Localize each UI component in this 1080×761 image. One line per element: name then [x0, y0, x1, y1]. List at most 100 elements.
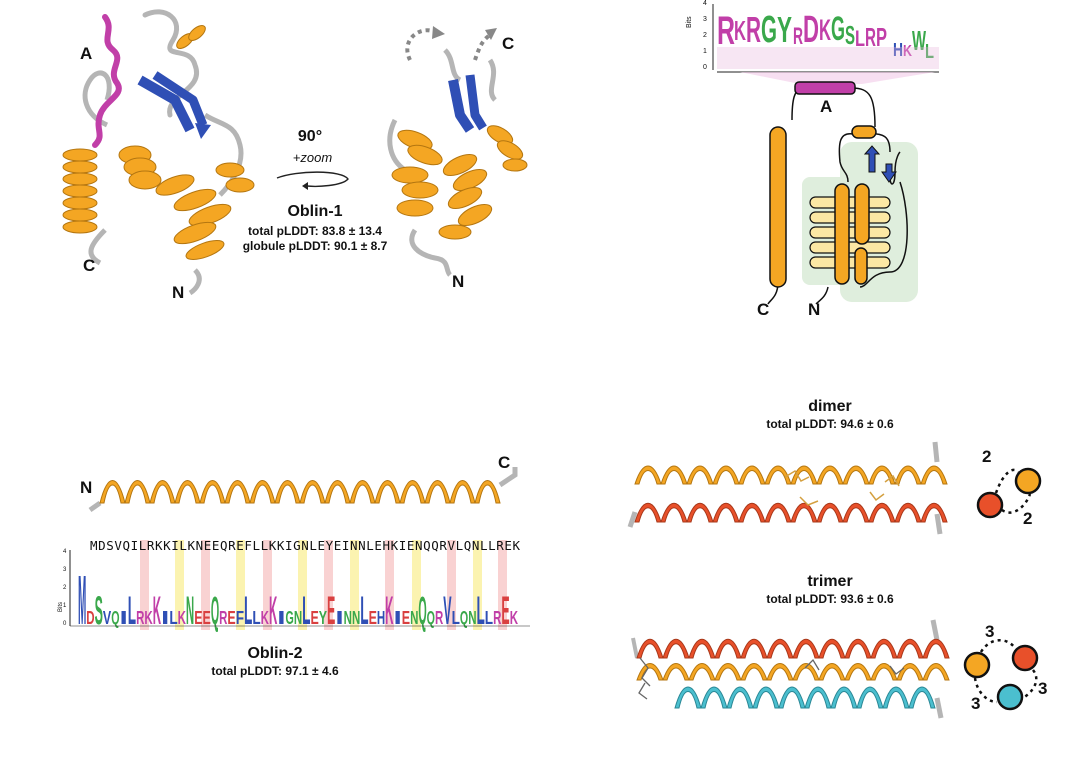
- svg-text:F: F: [236, 608, 244, 628]
- svg-text:N: N: [410, 608, 418, 628]
- oblin2-title: Oblin-2: [215, 645, 335, 663]
- topology-logo-axis: [698, 2, 718, 72]
- svg-text:I: I: [393, 608, 401, 628]
- svg-text:K: K: [385, 589, 393, 633]
- svg-text:S: S: [845, 20, 855, 50]
- svg-text:I: I: [120, 608, 128, 628]
- topology-label-c: C: [757, 300, 769, 320]
- rotate-arrow-icon: [272, 170, 352, 190]
- oblin2-logo-tick-4: 4: [63, 549, 66, 555]
- oblin2-logo-tick-1: 1: [63, 603, 66, 609]
- svg-text:Y: Y: [319, 608, 327, 628]
- dimer-count-bottom: 2: [1023, 509, 1032, 529]
- svg-text:R: R: [219, 608, 227, 628]
- svg-text:K: K: [269, 589, 277, 633]
- dimer-schematic: [968, 448, 1053, 523]
- svg-text:Q: Q: [211, 589, 219, 633]
- rotation-label: 90°: [290, 128, 330, 146]
- svg-text:E: E: [327, 589, 335, 633]
- svg-text:S: S: [95, 589, 103, 633]
- topology-logo-tick-0: 0: [703, 64, 707, 71]
- oblin1-label-a: A: [80, 44, 92, 64]
- topology-logo-axis-title: Bits: [686, 16, 693, 28]
- trimer-schematic: [955, 622, 1055, 717]
- svg-text:K: K: [261, 608, 269, 628]
- svg-text:N: N: [186, 589, 194, 633]
- dimer-total-plddt: total pLDDT: 94.6 ± 0.6: [745, 417, 915, 431]
- svg-text:K: K: [178, 608, 186, 628]
- oblin2-logo-tick-3: 3: [63, 567, 66, 573]
- svg-text:N: N: [294, 608, 302, 628]
- topology-logo-tick-3: 3: [703, 16, 707, 23]
- svg-text:R: R: [717, 9, 735, 53]
- dimer-structure: [625, 442, 950, 542]
- svg-text:R: R: [746, 9, 761, 50]
- topology-logo-tick-4: 4: [703, 0, 707, 7]
- svg-text:R: R: [136, 608, 144, 628]
- svg-text:N: N: [352, 608, 360, 628]
- svg-text:I: I: [277, 608, 285, 628]
- svg-text:E: E: [501, 589, 509, 633]
- svg-text:L: L: [485, 608, 493, 628]
- topology-label-n: N: [808, 300, 820, 320]
- svg-text:Q: Q: [427, 608, 435, 628]
- svg-text:Y: Y: [777, 9, 792, 50]
- svg-text:Q: Q: [418, 589, 426, 633]
- oblin2-total-plddt: total pLDDT: 97.1 ± 4.6: [190, 664, 360, 678]
- oblin1-title: Oblin-1: [255, 203, 375, 221]
- oblin1-label-n-right: N: [452, 272, 464, 292]
- trimer-count-top: 3: [985, 622, 994, 642]
- trimer-total-plddt: total pLDDT: 93.6 ± 0.6: [745, 592, 915, 606]
- dimer-count-top: 2: [982, 447, 991, 467]
- svg-text:V: V: [103, 608, 111, 628]
- topology-sequence-logo: R K R G Y R D K G S L R P H K W L: [717, 2, 942, 74]
- oblin1-label-c-left: C: [83, 256, 95, 276]
- oblin1-structure-right: [375, 20, 555, 280]
- svg-text:N: N: [468, 608, 476, 628]
- svg-text:K: K: [153, 589, 161, 633]
- svg-text:L: L: [476, 589, 484, 633]
- oblin1-label-n-left: N: [172, 283, 184, 303]
- svg-text:K: K: [819, 14, 831, 47]
- svg-text:L: L: [302, 589, 310, 633]
- svg-text:K: K: [510, 608, 518, 628]
- svg-text:N: N: [344, 608, 352, 628]
- svg-text:L: L: [252, 608, 260, 628]
- svg-text:M: M: [78, 561, 86, 639]
- svg-text:D: D: [86, 608, 94, 628]
- topology-logo-tick-2: 2: [703, 32, 707, 39]
- svg-text:Q: Q: [460, 608, 468, 628]
- svg-text:E: E: [227, 608, 235, 628]
- svg-text:K: K: [734, 15, 746, 46]
- oblin2-logo-tick-2: 2: [63, 585, 66, 591]
- svg-text:K: K: [144, 608, 152, 628]
- svg-text:R: R: [493, 608, 501, 628]
- svg-text:V: V: [443, 589, 451, 633]
- dimer-title: dimer: [780, 398, 880, 416]
- topology-diagram: [740, 72, 960, 332]
- topology-logo-tick-1: 1: [703, 48, 707, 55]
- svg-text:G: G: [761, 9, 777, 51]
- svg-text:G: G: [286, 608, 294, 628]
- svg-text:L: L: [244, 589, 252, 633]
- svg-text:L: L: [452, 608, 460, 628]
- svg-text:E: E: [402, 608, 410, 628]
- oblin2-logo-tick-0: 0: [63, 621, 66, 627]
- svg-text:L: L: [169, 608, 177, 628]
- topology-label-a: A: [820, 97, 832, 117]
- svg-text:R: R: [435, 608, 443, 628]
- svg-text:E: E: [310, 608, 318, 628]
- svg-text:E: E: [203, 608, 211, 628]
- svg-text:D: D: [803, 9, 819, 51]
- trimer-structure: [625, 618, 950, 728]
- svg-text:L: L: [128, 589, 136, 633]
- zoom-label: +zoom: [285, 150, 340, 165]
- svg-text:E: E: [194, 608, 202, 628]
- svg-text:I: I: [161, 608, 169, 628]
- trimer-count-left: 3: [971, 694, 980, 714]
- svg-text:E: E: [369, 608, 377, 628]
- oblin2-helix: [90, 465, 520, 515]
- trimer-count-right: 3: [1038, 679, 1047, 699]
- svg-text:L: L: [360, 589, 368, 633]
